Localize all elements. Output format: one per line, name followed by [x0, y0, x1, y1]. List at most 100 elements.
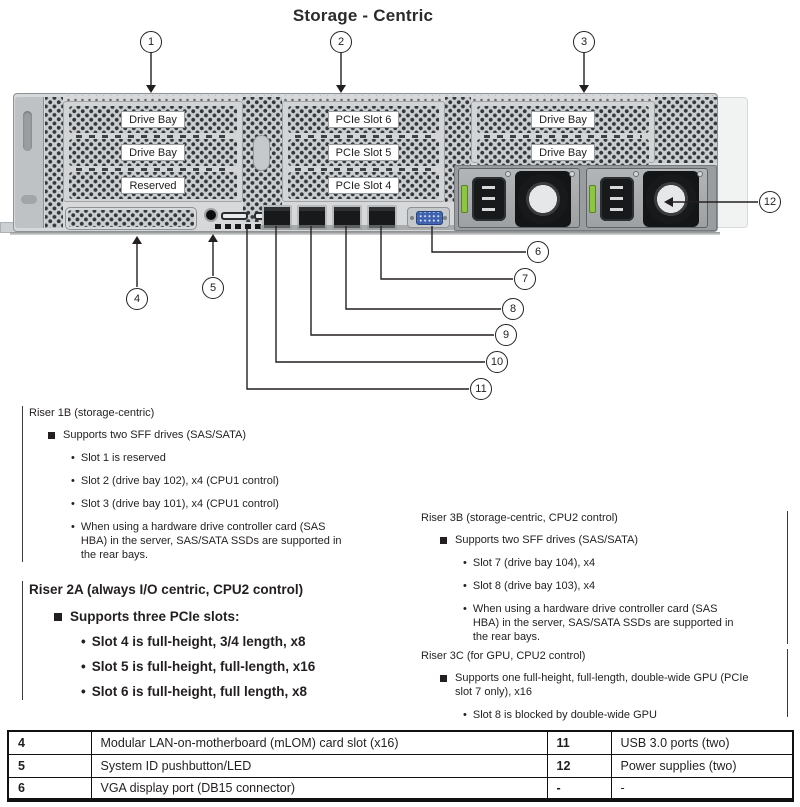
slot-label: Drive Bay [531, 111, 595, 128]
callout-number-cell: 4 [7, 730, 92, 755]
psu-fan [646, 174, 696, 224]
ear-hole [21, 195, 37, 204]
callout-9: 9 [495, 324, 517, 346]
riser-divider-1 [243, 97, 282, 222]
system-id-button [206, 210, 216, 220]
slot-separator [484, 135, 642, 138]
riser2-slot4: PCIe Slot 4 [288, 172, 439, 199]
riser-3b-notes: Riser 3B (storage-centric, CPU2 control)… [421, 511, 788, 644]
rack-ear-left [15, 97, 44, 228]
table-row: 4 Modular LAN-on-motherboard (mLOM) card… [7, 730, 794, 755]
riser-3c-item: Slot 8 is blocked by double-wide GPU [472, 709, 657, 721]
vga-port [407, 207, 450, 228]
mlom-card-slot [65, 207, 197, 230]
slot-label: PCIe Slot 6 [327, 111, 400, 128]
riser-1b-item: Slot 2 (drive bay 102), x4 (CPU1 control… [80, 475, 279, 487]
riser-1b-item: When using a hardware drive controller c… [80, 521, 342, 561]
description-cell: - [610, 776, 794, 801]
dot-bullet-icon: • [81, 634, 86, 649]
riser-3c-notes: Riser 3C (for GPU, CPU2 control) Support… [421, 649, 788, 721]
callout-6: 6 [527, 241, 549, 263]
square-bullet-icon [440, 536, 447, 544]
riser1-slot3: Reserved [69, 172, 237, 199]
dot-bullet-icon: • [463, 557, 467, 569]
slot-label: Reserved [121, 177, 185, 194]
slot-separator [76, 168, 230, 171]
riser3-slot8: Drive Bay [477, 139, 649, 166]
slot-separator [76, 135, 230, 138]
psu-ac-inlet [472, 177, 506, 221]
callout-8: 8 [502, 298, 524, 320]
slot-label: Drive Bay [121, 111, 185, 128]
riser-3b-bullet: Supports two SFF drives (SAS/SATA) [455, 534, 638, 546]
dot-bullet-icon: • [71, 452, 75, 464]
description-cell: USB 3.0 ports (two) [610, 730, 794, 755]
callout-1: 1 [140, 31, 162, 53]
riser-2a-title: Riser 2A (always I/O centric, CPU2 contr… [29, 582, 304, 597]
riser1-slot2: Drive Bay [69, 139, 237, 166]
psu-latch [461, 185, 468, 213]
callout-10: 10 [486, 351, 508, 373]
riser-3b-title: Riser 3B (storage-centric, CPU2 control) [421, 512, 618, 524]
riser-latch [253, 135, 270, 171]
chassis-top-vents [63, 95, 718, 101]
description-cell: Modular LAN-on-motherboard (mLOM) card s… [90, 730, 548, 755]
slot-label: PCIe Slot 5 [327, 144, 400, 161]
psu-screw [633, 171, 639, 177]
callout-7: 7 [514, 268, 536, 290]
callout-number-cell: - [546, 776, 612, 801]
usb3-port-1 [221, 212, 248, 220]
ear-handle-slot [23, 111, 32, 151]
vent-strip-left [45, 97, 63, 228]
callout-4: 4 [126, 288, 148, 310]
vga-pin-block [416, 211, 443, 225]
callout-3: 3 [573, 31, 595, 53]
power-supply-2 [586, 168, 708, 228]
riser-1-bay: Drive Bay Drive Bay Reserved [63, 101, 243, 202]
riser-1b-item: Slot 1 is reserved [80, 452, 166, 464]
slot-separator [295, 135, 432, 138]
dot-bullet-icon: • [71, 498, 75, 510]
dot-bullet-icon: • [81, 659, 86, 674]
riser-2a-item: Slot 6 is full-height, full length, x8 [91, 684, 307, 699]
riser2-slot5: PCIe Slot 5 [288, 139, 439, 166]
psu-latch [589, 185, 596, 213]
callout-number-cell: 6 [7, 776, 92, 801]
server-rear-chassis: Drive Bay Drive Bay Reserved PCIe Slot 6… [13, 93, 718, 232]
riser-2a-item: Slot 5 is full-height, full-length, x16 [91, 659, 316, 674]
riser-2a-item: Slot 4 is full-height, 3/4 length, x8 [91, 634, 306, 649]
riser-3b-item: When using a hardware drive controller c… [472, 603, 734, 643]
psu-screw [569, 171, 575, 177]
callout-2: 2 [330, 31, 352, 53]
riser-3c-title: Riser 3C (for GPU, CPU2 control) [421, 650, 586, 662]
callout-12: 12 [759, 191, 781, 213]
riser-2a-bullet: Supports three PCIe slots: [70, 609, 240, 624]
riser-3-bay: Drive Bay Drive Bay [471, 101, 655, 166]
dot-bullet-icon: • [71, 475, 75, 487]
callout-number-cell: 5 [7, 753, 92, 778]
riser3-slot7: Drive Bay [477, 106, 649, 133]
callout-number-cell: 11 [546, 730, 612, 755]
square-bullet-icon [54, 612, 62, 621]
riser-3b-item: Slot 7 (drive bay 104), x4 [472, 557, 596, 569]
riser-1b-bullet: Supports two SFF drives (SAS/SATA) [63, 429, 246, 441]
riser-2a-notes: Riser 2A (always I/O centric, CPU2 contr… [22, 581, 422, 700]
description-cell: VGA display port (DB15 connector) [90, 776, 548, 801]
slot-label: Drive Bay [121, 144, 185, 161]
table-row: 6 VGA display port (DB15 connector) - - [7, 776, 794, 801]
psu-screw [697, 171, 703, 177]
slot-label: PCIe Slot 4 [327, 177, 400, 194]
riser-divider-2 [445, 97, 471, 202]
description-cell: Power supplies (two) [610, 753, 794, 778]
table-row: 5 System ID pushbutton/LED 12 Power supp… [7, 753, 794, 778]
callout-5: 5 [202, 277, 224, 299]
callout-11: 11 [470, 378, 492, 400]
square-bullet-icon [440, 674, 447, 682]
vent-strip-right [655, 97, 717, 163]
riser-3b-item: Slot 8 (drive bay 103), x4 [472, 580, 596, 592]
dot-bullet-icon: • [81, 684, 86, 699]
dot-bullet-icon: • [463, 603, 467, 615]
riser-1b-notes: Riser 1B (storage-centric) Supports two … [22, 406, 398, 562]
riser-1b-item: Slot 3 (drive bay 101), x4 (CPU1 control… [80, 498, 279, 510]
